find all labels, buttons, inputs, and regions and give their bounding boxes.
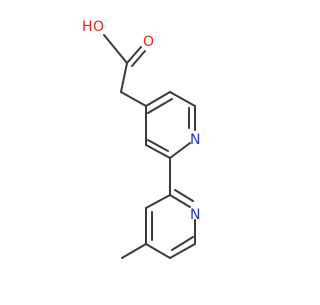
bond-ring1-c4-c5-double [147,98,173,114]
atom-label-hydroxyl-o: O [93,19,104,35]
atom-label-carbonyl-o: O [143,34,154,50]
bond-ring1-c5-c6 [169,91,196,107]
atom-label-ring2-n: N [190,207,200,223]
molecule-canvas: H O O N N [82,19,200,259]
atom-label-hydroxyl-h: H [82,19,93,35]
bond-ring2-c2-n-double [174,189,194,202]
bond-c-o-carbonyl-2 [131,50,146,67]
bond-ring2-c6-c5-double [171,236,194,251]
bond-ring2-c2-n [169,194,191,208]
bond-methyl [121,243,147,259]
bond-carboxyl-ch2 [120,62,128,93]
molecule-structure: H O O N N [82,19,200,259]
bond-ring2-c3-c2 [145,194,171,209]
bonds [103,34,196,259]
bond-ring1-n-c2 [169,142,191,159]
bond-ring1-c2-c3 [145,144,171,159]
bond-ring2-c5-c4 [145,243,171,259]
bond-o-c-carboxyl [103,34,128,64]
bond-ch2-ring [120,91,147,107]
bond-c-o-carbonyl-1 [126,46,142,64]
bond-ring2-c6-c5 [169,243,196,259]
bond-ring1-c2-c3-double [147,139,169,152]
bond-ring1-c4-c5 [145,91,171,107]
atom-label-ring1-n: N [190,132,200,148]
